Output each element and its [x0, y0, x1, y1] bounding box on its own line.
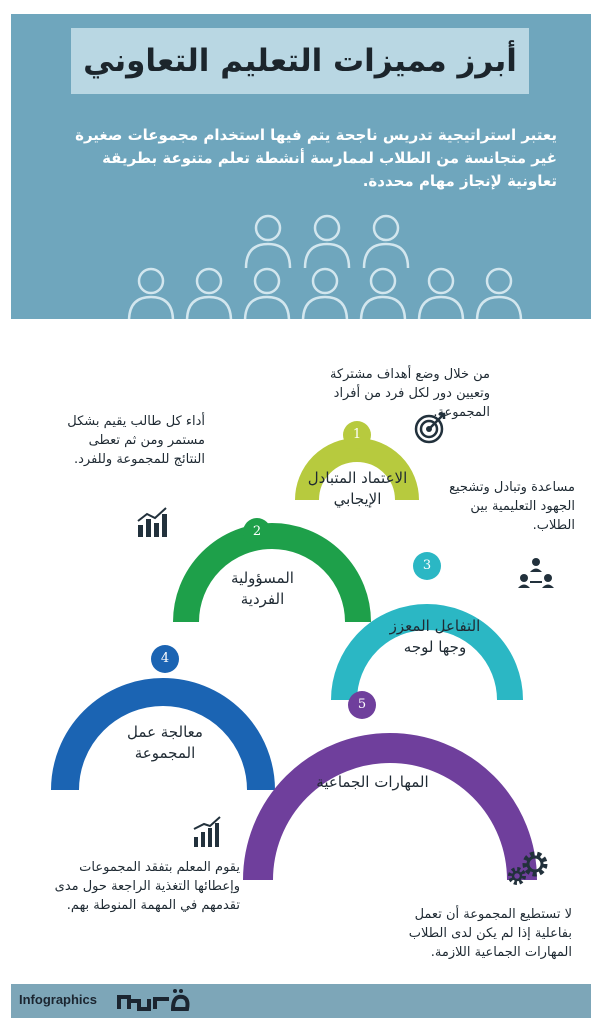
feature-title-1: الاعتماد المتبادل الإيجابي — [307, 469, 408, 508]
feature-title-4: معالجة عمل المجموعة — [127, 723, 203, 762]
arcs-diagram — [51, 438, 537, 880]
target-icon — [414, 412, 446, 444]
arc-5 — [243, 733, 537, 880]
people-icon — [127, 214, 523, 319]
feature-description-5: لا تستطيع المجموعة أن تعمل بفاعلية إذا ل… — [408, 907, 572, 960]
gears-icon — [508, 851, 548, 885]
feature-title-3: التفاعل المعزز وجها لوجه — [389, 617, 481, 656]
number-badge-2: 2 — [243, 518, 271, 546]
students-illustration — [127, 214, 523, 319]
feature-description-2: أداء كل طالب يقيم بشكل مستمر ومن ثم تعطى… — [67, 414, 205, 467]
feature-description-4: يقوم المعلم بتفقد المجموعات وإعطائها الت… — [54, 860, 240, 913]
arc-3 — [331, 604, 523, 701]
network-icon — [518, 558, 554, 588]
header-panel: أبرز مميزات التعليم التعاوني يعتبر استرا… — [11, 14, 591, 319]
footer-bar: Infographics — [11, 984, 591, 1018]
logo-icon — [117, 989, 190, 1011]
footer-label: Infographics — [19, 992, 98, 1007]
feature-title-2: المسؤولية الفردية — [231, 569, 294, 608]
intro-text: يعتبر استراتيجية تدريس ناجحة يتم فيها اس… — [75, 126, 557, 190]
arc-1 — [295, 438, 419, 501]
page-title: أبرز مميزات التعليم التعاوني — [83, 43, 517, 79]
title-box: أبرز مميزات التعليم التعاوني — [71, 28, 529, 94]
arc-2 — [173, 523, 371, 623]
feature-description-3: مساعدة وتبادل وتشجيع الجهود التعليمية بي… — [449, 480, 575, 533]
chart-icon — [137, 507, 167, 537]
feature-description-1: من خلال وضع أهداف مشتركة وتعيين دور لكل … — [329, 367, 490, 420]
number-badge-4: 4 — [151, 645, 179, 673]
number-badge-5: 5 — [348, 691, 376, 719]
number-badge-1: 1 — [343, 421, 371, 449]
number-badge-3: 3 — [413, 552, 441, 580]
arc-4 — [51, 678, 275, 791]
growth-chart-icon — [193, 816, 221, 847]
feature-title-5: المهارات الجماعية — [316, 773, 429, 791]
